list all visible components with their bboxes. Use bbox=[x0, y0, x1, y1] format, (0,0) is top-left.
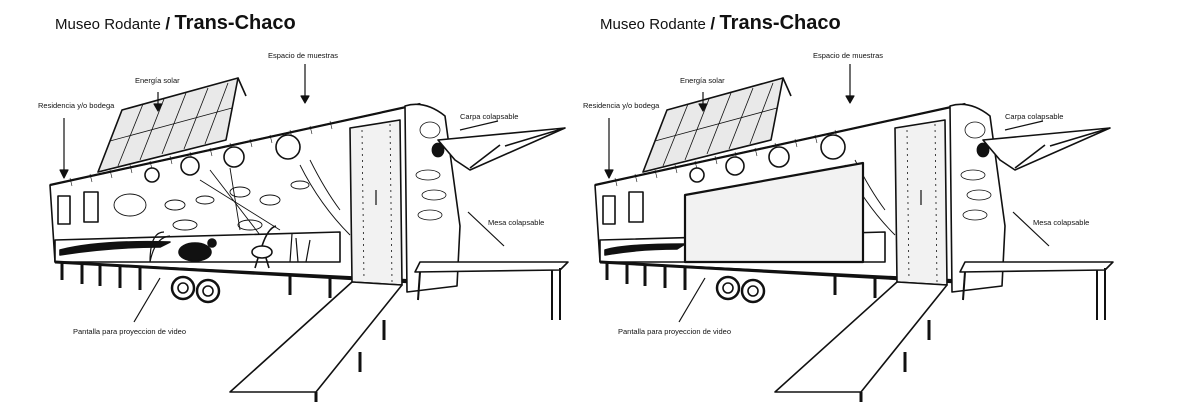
ramp-platform bbox=[774, 281, 948, 402]
label-screen: Pantalla para proyeccion de video bbox=[618, 327, 731, 336]
panel-title: Museo Rodante / Trans-Chaco bbox=[55, 12, 296, 35]
title-subtitle: Museo Rodante bbox=[600, 16, 706, 33]
mural-wetland bbox=[59, 225, 311, 269]
title-name: Trans-Chaco bbox=[719, 12, 841, 34]
trailer-wheels bbox=[715, 275, 766, 304]
trailer-illustration bbox=[594, 64, 1114, 402]
collapsible-tent bbox=[437, 127, 566, 171]
label-solar: Energía solar bbox=[680, 76, 725, 85]
title-separator: / bbox=[165, 14, 171, 33]
trailer-illustration bbox=[49, 64, 569, 402]
rear-mural bbox=[960, 121, 992, 221]
projection-screen bbox=[683, 161, 865, 264]
ramp-platform bbox=[229, 281, 403, 402]
collapsible-table bbox=[959, 261, 1114, 320]
panel-title: Museo Rodante / Trans-Chaco bbox=[600, 12, 841, 35]
leader-lines bbox=[604, 64, 1050, 323]
leader-lines bbox=[59, 64, 505, 323]
label-screen: Pantalla para proyeccion de video bbox=[73, 327, 186, 336]
title-subtitle: Museo Rodante bbox=[55, 16, 161, 33]
diagram-panel-open: Museo Rodante / Trans-Chaco bbox=[38, 12, 569, 402]
title-separator: / bbox=[710, 14, 716, 33]
label-storage: Residencia y/o bodega bbox=[583, 101, 660, 110]
collapsible-table bbox=[414, 261, 569, 320]
diagram-panel-projection: Museo Rodante / Trans-Chaco bbox=[545, 0, 1145, 408]
trailer-wheels bbox=[170, 275, 221, 304]
label-display: Espacio de muestras bbox=[813, 51, 884, 60]
label-table: Mesa colapsable bbox=[488, 218, 545, 227]
label-storage: Residencia y/o bodega bbox=[38, 101, 115, 110]
label-display: Espacio de muestras bbox=[268, 51, 339, 60]
mural-fauna bbox=[113, 159, 351, 236]
label-table: Mesa colapsable bbox=[1033, 218, 1090, 227]
collapsible-tent bbox=[982, 127, 1111, 171]
rear-mural bbox=[415, 121, 447, 221]
label-solar: Energía solar bbox=[135, 76, 180, 85]
title-name: Trans-Chaco bbox=[174, 12, 296, 34]
label-tent: Carpa colapsable bbox=[460, 112, 519, 121]
label-tent: Carpa colapsable bbox=[1005, 112, 1064, 121]
